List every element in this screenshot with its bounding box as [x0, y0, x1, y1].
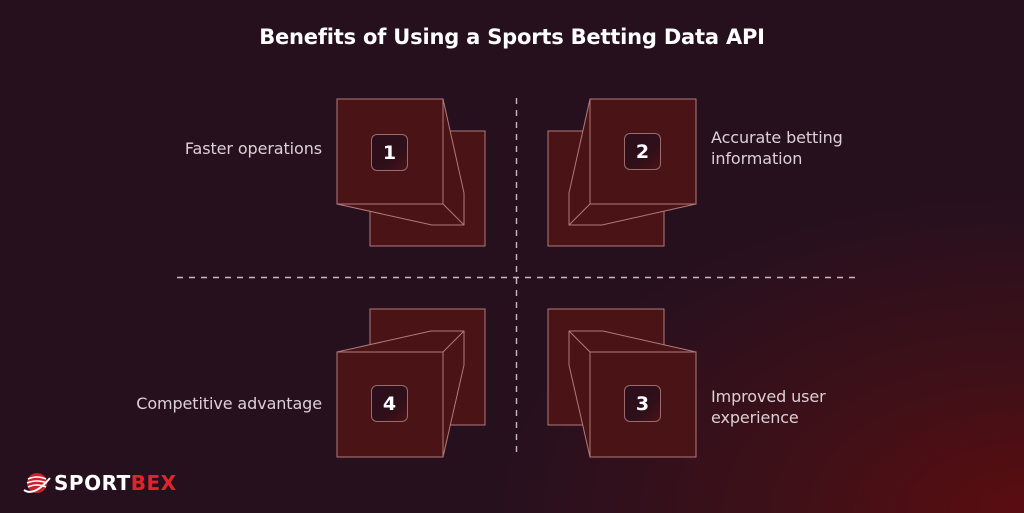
- badge-1: 1: [371, 134, 408, 171]
- page-title: Benefits of Using a Sports Betting Data …: [259, 25, 765, 49]
- benefit-label-1: Faster operations: [184, 139, 322, 158]
- divider-lines: [177, 98, 855, 458]
- benefit-label-2: Accurate betting information: [711, 127, 911, 169]
- benefit-label-2-line2: information: [711, 149, 803, 168]
- badge-3: 3: [624, 385, 661, 422]
- cube-4: [336, 308, 486, 458]
- cube-2: [547, 98, 697, 247]
- cube-1: [336, 98, 486, 247]
- badge-4: 4: [371, 385, 408, 422]
- benefit-label-4: Competitive advantage: [136, 394, 322, 413]
- benefit-label-3: Improved user experience: [711, 386, 911, 428]
- benefit-label-3-line2: experience: [711, 408, 799, 427]
- badge-2: 2: [624, 133, 661, 170]
- logo-text-bex: BEX: [130, 471, 177, 495]
- benefit-label-3-line1: Improved user: [711, 387, 826, 406]
- benefit-label-2-line1: Accurate betting: [711, 128, 843, 147]
- cube-3: [547, 308, 697, 458]
- logo-text-sport: SPORT: [54, 471, 131, 495]
- globe-swoosh-icon: [23, 473, 51, 493]
